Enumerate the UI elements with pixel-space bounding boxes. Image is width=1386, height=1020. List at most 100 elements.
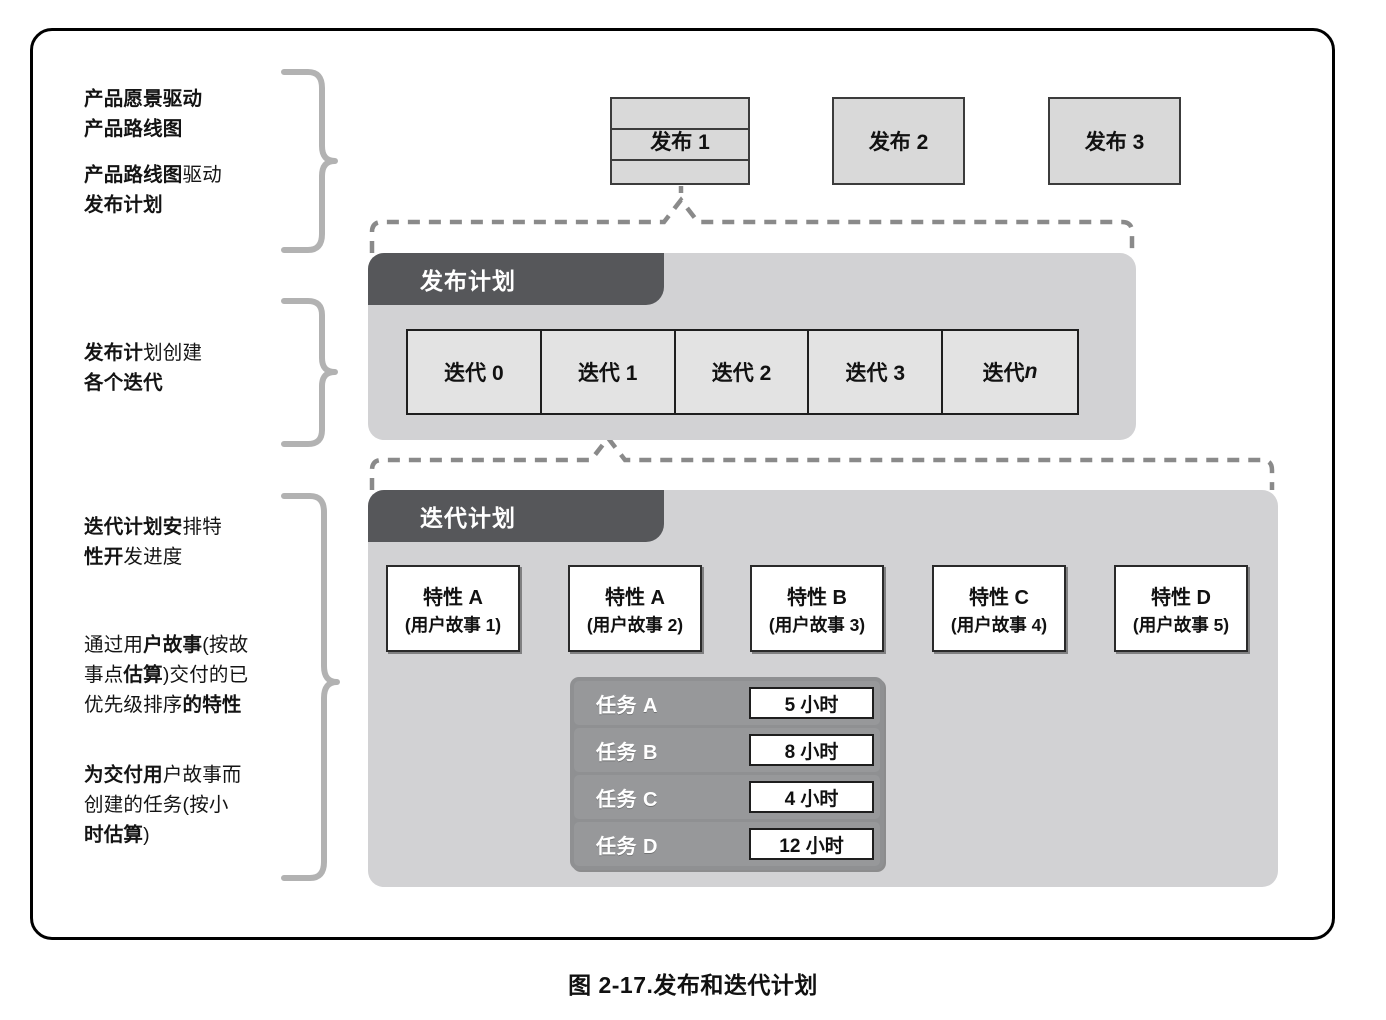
- note-line: 时估算): [84, 820, 242, 850]
- note-user-story: 通过用户故事(按故事点估算)交付的已优先级排序的特性: [84, 630, 248, 720]
- note-segment: ): [143, 824, 150, 846]
- release-plan-panel: 发布计划 迭代 0 迭代 1 迭代 2 迭代 3 迭代 n: [368, 253, 1136, 440]
- iteration-cell[interactable]: 迭代 n: [943, 331, 1077, 413]
- release-label: 发布 2: [868, 131, 929, 154]
- note-segment: 创建的任务(按小: [84, 794, 229, 816]
- note-line: 发布计划创建: [84, 338, 202, 368]
- feature-story: (用户故事 1): [404, 614, 502, 635]
- note-segment: 的特性: [182, 694, 242, 716]
- release-box-2[interactable]: 发布 2: [832, 97, 965, 185]
- note-roadmap: 产品路线图驱动发布计划: [84, 160, 222, 220]
- feature-name: 特性 D: [1151, 586, 1211, 609]
- task-estimate: 4 小时: [749, 781, 874, 813]
- note-line: 产品愿景驱动: [84, 84, 202, 114]
- iteration-cell[interactable]: 迭代 2: [676, 331, 810, 413]
- iteration-label: 迭代: [982, 362, 1025, 385]
- iteration-label: 迭代 3: [845, 362, 906, 385]
- task-row[interactable]: 任务 D 12 小时: [574, 822, 880, 866]
- task-name: 任务 A: [596, 694, 658, 717]
- note-segment: 迭代计划安: [84, 516, 183, 538]
- note-line: 发布计划: [84, 190, 222, 220]
- note-segment: 划创建: [143, 342, 203, 364]
- figure-caption: 图 2-17.发布和迭代计划: [568, 972, 818, 998]
- note-line: 性开发进度: [84, 542, 222, 572]
- note-segment: 发布计: [84, 342, 144, 364]
- task-name: 任务 D: [596, 835, 658, 858]
- iteration-row: 迭代 0 迭代 1 迭代 2 迭代 3 迭代 n: [406, 329, 1079, 415]
- iteration-cell[interactable]: 迭代 1: [542, 331, 676, 413]
- note-segment: 性开: [84, 546, 124, 568]
- note-line: 事点估算)交付的已: [84, 660, 248, 690]
- note-segment: 发进度: [123, 546, 183, 568]
- task-name: 任务 B: [596, 741, 658, 764]
- iteration-label-variable: n: [1024, 360, 1038, 383]
- task-list: 任务 A 5 小时任务 B 8 小时任务 C 4 小时任务 D 12 小时: [570, 677, 884, 870]
- note-task: 为交付用户故事而创建的任务(按小时估算): [84, 760, 242, 850]
- task-row[interactable]: 任务 C 4 小时: [574, 775, 880, 819]
- feature-story: (用户故事 2): [586, 614, 684, 635]
- note-segment: 驱动: [182, 164, 222, 186]
- note-line: 通过用户故事(按故: [84, 630, 248, 660]
- note-segment: (按故: [202, 634, 249, 656]
- feature-name: 特性 B: [787, 586, 847, 609]
- note-line: 各个迭代: [84, 368, 202, 398]
- note-line: 为交付用户故事而: [84, 760, 242, 790]
- feature-name: 特性 C: [969, 586, 1029, 609]
- iteration-plan-title-label: 迭代计划: [420, 505, 516, 531]
- iteration-cell[interactable]: 迭代 3: [809, 331, 944, 413]
- feature-name: 特性 A: [605, 586, 665, 609]
- feature-box-5[interactable]: 特性 D (用户故事 5): [1114, 565, 1248, 652]
- note-segment: 通过用: [84, 634, 144, 656]
- task-estimate: 8 小时: [749, 734, 874, 766]
- feature-story: (用户故事 4): [950, 614, 1048, 635]
- brace-roadmap-icon: [278, 66, 338, 256]
- feature-name: 特性 A: [423, 586, 483, 609]
- note-segment: 排特: [182, 516, 222, 538]
- task-name: 任务 C: [596, 788, 658, 811]
- note-segment: )交付的已: [162, 664, 249, 686]
- release-plan-title: 发布计划: [368, 253, 664, 305]
- note-product-vision: 产品愿景驱动产品路线图: [84, 84, 202, 144]
- release-label: 发布 1: [650, 131, 710, 154]
- note-line: 创建的任务(按小: [84, 790, 242, 820]
- note-segment: 为交付用: [84, 764, 163, 786]
- release-plan-title-label: 发布计划: [420, 268, 516, 294]
- release-box-1[interactable]: 发布 1: [610, 97, 750, 185]
- note-segment: 各个迭代: [84, 372, 163, 394]
- brace-release-plan-icon: [278, 295, 338, 450]
- note-segment: 时估算: [84, 824, 144, 846]
- note-segment: 产品路线图: [84, 164, 183, 186]
- feature-box-2[interactable]: 特性 A (用户故事 2): [568, 565, 702, 652]
- note-segment: 估算: [123, 664, 163, 686]
- release-label: 发布 3: [1084, 131, 1145, 154]
- note-line: 产品路线图驱动: [84, 160, 222, 190]
- feature-box-1[interactable]: 特性 A (用户故事 1): [386, 565, 520, 652]
- feature-box-4[interactable]: 特性 C (用户故事 4): [932, 565, 1066, 652]
- note-segment: 优先级排序: [84, 694, 183, 716]
- note-segment: 产品愿景驱动: [84, 88, 203, 110]
- note-release-plan: 发布计划创建各个迭代: [84, 338, 202, 398]
- task-row[interactable]: 任务 A 5 小时: [574, 681, 880, 725]
- note-line: 产品路线图: [84, 114, 202, 144]
- feature-box-3[interactable]: 特性 B (用户故事 3): [750, 565, 884, 652]
- iteration-cell[interactable]: 迭代 0: [408, 331, 542, 413]
- feature-story: (用户故事 3): [768, 614, 866, 635]
- release-box-3[interactable]: 发布 3: [1048, 97, 1181, 185]
- iteration-plan-title: 迭代计划: [368, 490, 664, 542]
- note-line: 迭代计划安排特: [84, 512, 222, 542]
- note-segment: 发布计划: [84, 194, 163, 216]
- note-iteration-plan: 迭代计划安排特性开发进度: [84, 512, 222, 572]
- task-row[interactable]: 任务 B 8 小时: [574, 728, 880, 772]
- note-line: 优先级排序的特性: [84, 690, 248, 720]
- task-estimate: 12 小时: [749, 828, 874, 860]
- iteration-label: 迭代 1: [577, 362, 638, 385]
- iteration-label: 迭代 0: [444, 362, 504, 385]
- brace-iteration-plan-icon: [278, 490, 340, 885]
- note-segment: 户故事: [143, 634, 203, 656]
- note-segment: 户故事而: [162, 764, 242, 786]
- task-estimate: 5 小时: [749, 687, 874, 719]
- note-segment: 产品路线图: [84, 118, 183, 140]
- note-segment: 事点: [84, 664, 124, 686]
- iteration-label: 迭代 2: [711, 362, 772, 385]
